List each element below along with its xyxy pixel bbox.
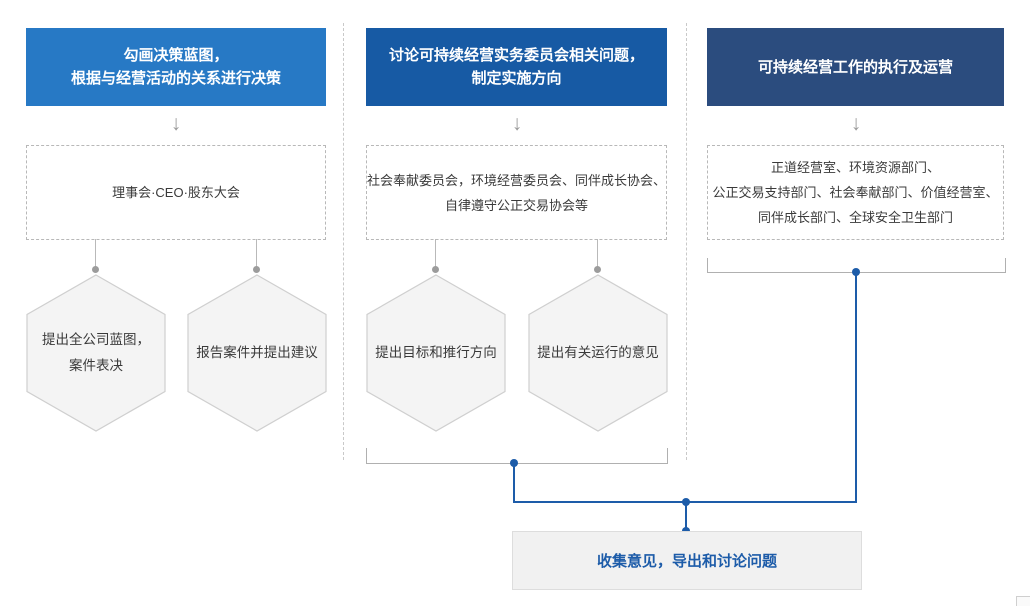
column3-header-line1: 可持续经营工作的执行及运营 (757, 58, 953, 76)
column1-body-box: 理事会·CEO·股东大会 (26, 145, 326, 240)
column3-header: 可持续经营工作的执行及运营 (707, 28, 1004, 106)
blue-connector-line (513, 463, 515, 503)
connector-line (597, 239, 598, 267)
down-arrow-icon: ↓ (850, 112, 862, 135)
hexagon-label-line1: 提出目标和推行方向 (375, 345, 497, 360)
column3-body-line3: 同伴成长部门、全球安全卫生部门 (757, 210, 953, 225)
column3-body-box: 正道经营室、环境资源部门、 公正交易支持部门、社会奉献部门、价值经营室、 同伴成… (707, 145, 1004, 240)
column3-body-line2: 公正交易支持部门、社会奉献部门、价值经营室、 (712, 185, 999, 200)
column1-header-line2: 根据与经营活动的关系进行决策 (70, 70, 281, 87)
column1-body-line1: 理事会·CEO·股东大会 (112, 185, 240, 200)
next-section-edge-fragment (1016, 596, 1030, 606)
column2-body-line2: 自律遵守公正交易协会等 (444, 197, 588, 213)
blue-connector-dot (852, 268, 860, 276)
column1-header-line1: 勾画决策蓝图， (123, 47, 229, 64)
hexagon-goals-direction: 提出目标和推行方向 (365, 274, 507, 432)
hexagon-report-suggest: 报告案件并提出建议 (186, 274, 328, 432)
collect-opinions-label: 收集意见，导出和讨论问题 (596, 553, 777, 570)
connector-dot (253, 266, 260, 273)
hexagon-label-line1: 报告案件并提出建议 (196, 345, 318, 360)
blue-connector-dot (682, 498, 690, 506)
column2-header: 讨论可持续经营实务委员会相关问题， 制定实施方向 (366, 28, 667, 106)
connector-dot (432, 266, 439, 273)
column2-header-line1: 讨论可持续经营实务委员会相关问题， (388, 47, 644, 64)
column2-body-line1: 社会奉献委员会，环境经营委员会、同伴成长协会、 (367, 172, 667, 188)
connector-dot (92, 266, 99, 273)
column-divider (686, 23, 687, 460)
collect-opinions-box: 收集意见，导出和讨论问题 (512, 531, 862, 590)
hexagon-blueprint-vote: 提出全公司蓝图， 案件表决 (25, 274, 167, 432)
column2-body-box: 社会奉献委员会，环境经营委员会、同伴成长协会、 自律遵守公正交易协会等 (366, 145, 667, 240)
hexagon-label-line1: 提出有关运行的意见 (537, 345, 659, 360)
blue-connector-line (685, 502, 687, 531)
down-arrow-icon: ↓ (511, 112, 523, 135)
connector-dot (594, 266, 601, 273)
column3-body-line1: 正道经营室、环境资源部门、 (770, 160, 940, 175)
hexagon-label-line2: 案件表决 (69, 358, 123, 373)
column2-header-line2: 制定实施方向 (471, 70, 562, 87)
blue-connector-line (855, 272, 857, 503)
connector-line (95, 239, 96, 267)
column-divider (343, 23, 344, 460)
connector-line (435, 239, 436, 267)
column1-header: 勾画决策蓝图， 根据与经营活动的关系进行决策 (26, 28, 326, 106)
hexagon-label-line1: 提出全公司蓝图， (42, 332, 150, 347)
down-arrow-icon: ↓ (170, 112, 182, 135)
hexagon-operation-opinions: 提出有关运行的意见 (527, 274, 669, 432)
connector-line (256, 239, 257, 267)
blue-connector-dot (510, 459, 518, 467)
